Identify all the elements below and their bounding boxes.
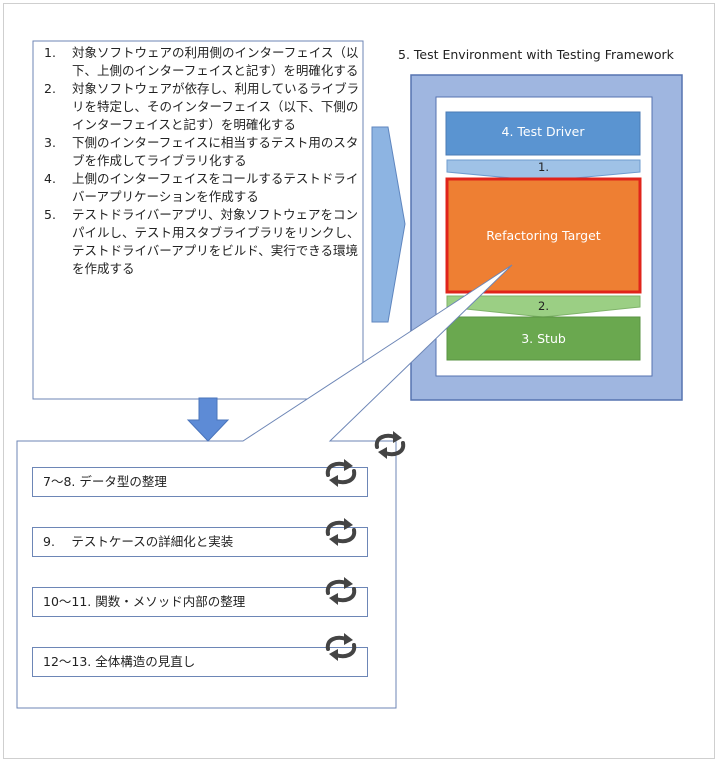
- task-label: 7～8. データ型の整理: [43, 474, 167, 489]
- test-driver-box: [445, 111, 641, 156]
- task-label: 12～13. 全体構造の見直し: [43, 654, 196, 669]
- step-number: 3.: [44, 135, 56, 150]
- page-frame: [3, 3, 715, 759]
- step-text: 下側のインターフェイスに相当するテスト用のスタブを作成してライブラリ化する: [72, 135, 359, 168]
- step-item: 2. 対象ソフトウェアが依存し、利用しているライブラリを特定し、そのインターフェ…: [34, 80, 360, 134]
- environment-title: 5. Test Environment with Testing Framewo…: [398, 47, 674, 62]
- task-label: 9. テストケースの詳細化と実装: [43, 534, 234, 549]
- task-item: 10～11. 関数・メソッド内部の整理: [32, 587, 368, 617]
- task-item: 9. テストケースの詳細化と実装: [32, 527, 368, 557]
- right-arrow-shape: [371, 126, 406, 323]
- cycle-icon: [374, 431, 406, 459]
- refactoring-target-box: [445, 177, 642, 294]
- step-item: 1. 対象ソフトウェアの利用側のインターフェイス（以下、上側のインターフェイスと…: [34, 44, 360, 80]
- down-arrow-shape: [186, 397, 230, 442]
- step-text: テストドライバーアプリ、対象ソフトウェアをコンパイルし、テスト用スタブライブラリ…: [72, 207, 360, 276]
- arrow-1-label: 1.: [538, 160, 549, 174]
- step-text: 対象ソフトウェアの利用側のインターフェイス（以下、上側のインターフェイスと記す）…: [72, 45, 359, 78]
- cycle-icon: [325, 633, 357, 661]
- stub-label: 3. Stub: [521, 331, 566, 346]
- arrow-2-shape: [446, 295, 641, 318]
- arrow-2-label: 2.: [538, 299, 549, 313]
- step-item: 5. テストドライバーアプリ、対象ソフトウェアをコンパイルし、テスト用スタブライ…: [34, 206, 360, 278]
- test-driver-label: 4. Test Driver: [501, 124, 585, 139]
- task-label: 10～11. 関数・メソッド内部の整理: [43, 594, 246, 609]
- step-number: 4.: [44, 171, 56, 186]
- steps-list: 1. 対象ソフトウェアの利用側のインターフェイス（以下、上側のインターフェイスと…: [34, 44, 360, 278]
- stub-box: [446, 316, 641, 361]
- step-number: 2.: [44, 81, 56, 96]
- step-item: 4. 上側のインターフェイスをコールするテストドライバーアプリケーションを作成す…: [34, 170, 360, 206]
- step-item: 3. 下側のインターフェイスに相当するテスト用のスタブを作成してライブラリ化する: [34, 134, 360, 170]
- refactoring-target-label: Refactoring Target: [486, 228, 601, 243]
- step-number: 1.: [44, 45, 56, 60]
- cycle-icon: [325, 459, 357, 487]
- cycle-icon: [325, 518, 357, 546]
- step-number: 5.: [44, 207, 56, 222]
- step-text: 上側のインターフェイスをコールするテストドライバーアプリケーションを作成する: [72, 171, 359, 204]
- arrow-1-shape: [446, 159, 641, 182]
- steps-box: [32, 40, 364, 400]
- cycle-icon: [325, 577, 357, 605]
- step-text: 対象ソフトウェアが依存し、利用しているライブラリを特定し、そのインターフェイス（…: [72, 81, 360, 132]
- task-item: 12～13. 全体構造の見直し: [32, 647, 368, 677]
- task-item: 7～8. データ型の整理: [32, 467, 368, 497]
